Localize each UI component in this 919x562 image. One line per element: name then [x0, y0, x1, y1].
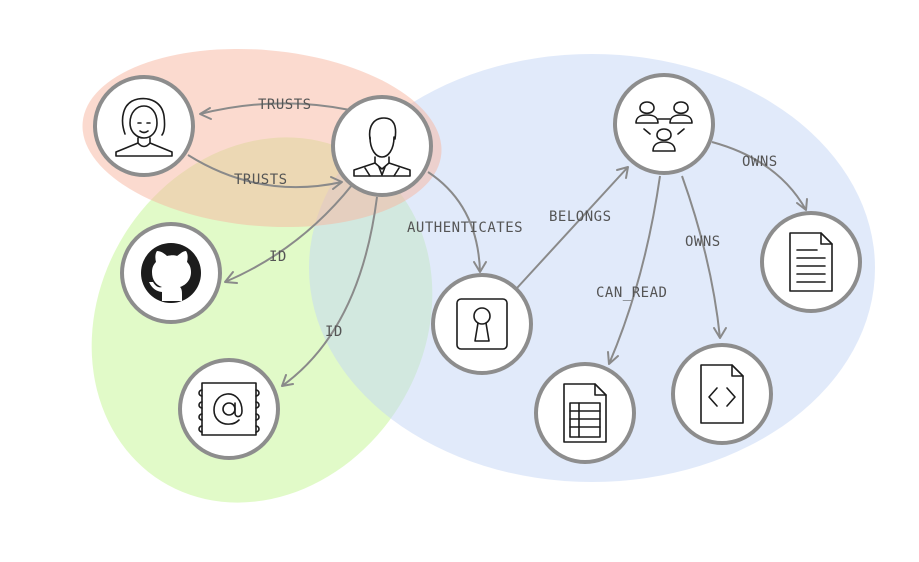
- businessman-icon: [353, 117, 411, 177]
- email-stamp-icon: [198, 382, 260, 436]
- edge-label-trusts-2: TRUSTS: [234, 172, 288, 188]
- edge-trusts-woman-man: [187, 154, 343, 190]
- node-woman[interactable]: [93, 75, 195, 177]
- document-icon: [789, 232, 833, 292]
- node-keyhole[interactable]: [431, 273, 533, 375]
- edge-can-read: [607, 175, 661, 365]
- node-group[interactable]: [613, 73, 715, 175]
- edge-label-authenticates: AUTHENTICATES: [407, 220, 523, 236]
- edge-label-owns-code: OWNS: [685, 234, 721, 250]
- edge-owns-code: [681, 175, 727, 339]
- woman-icon: [115, 97, 173, 157]
- edges: [187, 102, 808, 387]
- user-group-icon: [635, 101, 693, 152]
- node-document[interactable]: [760, 211, 862, 313]
- node-spreadsheet[interactable]: [534, 362, 636, 464]
- github-icon: [141, 243, 201, 303]
- code-file-icon: [700, 364, 744, 424]
- edge-label-belongs: BELONGS: [549, 209, 612, 225]
- edge-label-trusts-1: TRUSTS: [258, 97, 312, 113]
- node-code[interactable]: [671, 343, 773, 445]
- edge-authenticates: [427, 171, 487, 273]
- edge-label-owns-document: OWNS: [742, 154, 778, 170]
- node-man[interactable]: [331, 95, 433, 197]
- node-email[interactable]: [178, 358, 280, 460]
- edge-label-can-read: CAN_READ: [596, 285, 667, 301]
- node-github[interactable]: [120, 222, 222, 324]
- edge-labels: TRUSTS TRUSTS ID ID AUTHENTICATES BELONG…: [234, 97, 778, 340]
- spreadsheet-icon: [563, 383, 607, 443]
- edge-trusts-man-woman: [199, 102, 351, 120]
- edge-id-man-email: [281, 196, 378, 387]
- edge-belongs: [516, 166, 629, 289]
- edge-label-id-email: ID: [325, 324, 343, 340]
- edge-label-id-github: ID: [269, 249, 287, 265]
- nodes: [93, 73, 862, 464]
- keyhole-icon: [456, 298, 508, 350]
- edge-id-man-github: [224, 184, 353, 284]
- edge-owns-document: [711, 141, 808, 211]
